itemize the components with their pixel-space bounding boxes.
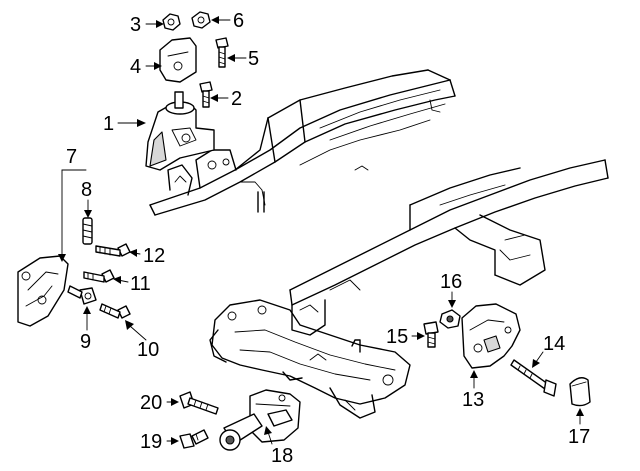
callout-10: 10 bbox=[137, 339, 159, 361]
leader-lines bbox=[58, 16, 584, 445]
bolt-part-10 bbox=[99, 303, 131, 319]
rear-mount-bracket-part-13 bbox=[461, 303, 521, 369]
callout-1: 1 bbox=[103, 113, 114, 135]
callout-4: 4 bbox=[130, 56, 141, 78]
front-subframe bbox=[209, 299, 411, 419]
callout-2: 2 bbox=[231, 88, 242, 110]
callout-19: 19 bbox=[140, 431, 162, 453]
nut-part-3 bbox=[162, 13, 181, 31]
bolt-part-9 bbox=[67, 285, 97, 305]
callout-11: 11 bbox=[130, 273, 151, 295]
callout-13: 13 bbox=[462, 389, 484, 411]
torque-rod-part-18 bbox=[219, 389, 301, 451]
bolt-part-15 bbox=[423, 321, 439, 348]
callout-8: 8 bbox=[81, 179, 92, 201]
callout-17: 17 bbox=[568, 426, 590, 448]
callout-12: 12 bbox=[143, 245, 165, 267]
callout-14: 14 bbox=[543, 333, 565, 355]
nut-part-16 bbox=[439, 309, 461, 329]
callout-15: 15 bbox=[386, 326, 408, 348]
callout-18: 18 bbox=[271, 445, 293, 467]
engine-mount-part-1 bbox=[145, 91, 215, 171]
nut-part-6 bbox=[191, 11, 211, 29]
bolt-part-19 bbox=[179, 429, 209, 449]
callout-6: 6 bbox=[233, 10, 244, 32]
lower-frame-rail bbox=[289, 159, 609, 336]
bolt-part-5 bbox=[215, 37, 229, 68]
callout-5: 5 bbox=[248, 48, 259, 70]
callout-3: 3 bbox=[130, 14, 141, 36]
bolt-part-2 bbox=[199, 81, 213, 108]
bolt-part-12 bbox=[95, 243, 131, 257]
callout-7: 7 bbox=[66, 146, 77, 168]
callout-20: 20 bbox=[140, 392, 162, 414]
bolt-part-20 bbox=[179, 391, 219, 415]
transmission-bracket-part-7 bbox=[17, 255, 69, 327]
callout-16: 16 bbox=[440, 271, 462, 293]
callout-9: 9 bbox=[80, 331, 91, 353]
cap-part-17 bbox=[569, 377, 591, 407]
mount-bracket-part-4 bbox=[159, 37, 197, 83]
bolt-part-14 bbox=[510, 359, 557, 397]
stud-part-8 bbox=[82, 217, 93, 245]
upper-frame-rail bbox=[149, 69, 456, 216]
bolt-part-11 bbox=[83, 269, 115, 283]
callout-labels: 1 2 3 4 5 6 7 8 9 10 11 12 13 14 15 16 1… bbox=[66, 10, 590, 467]
